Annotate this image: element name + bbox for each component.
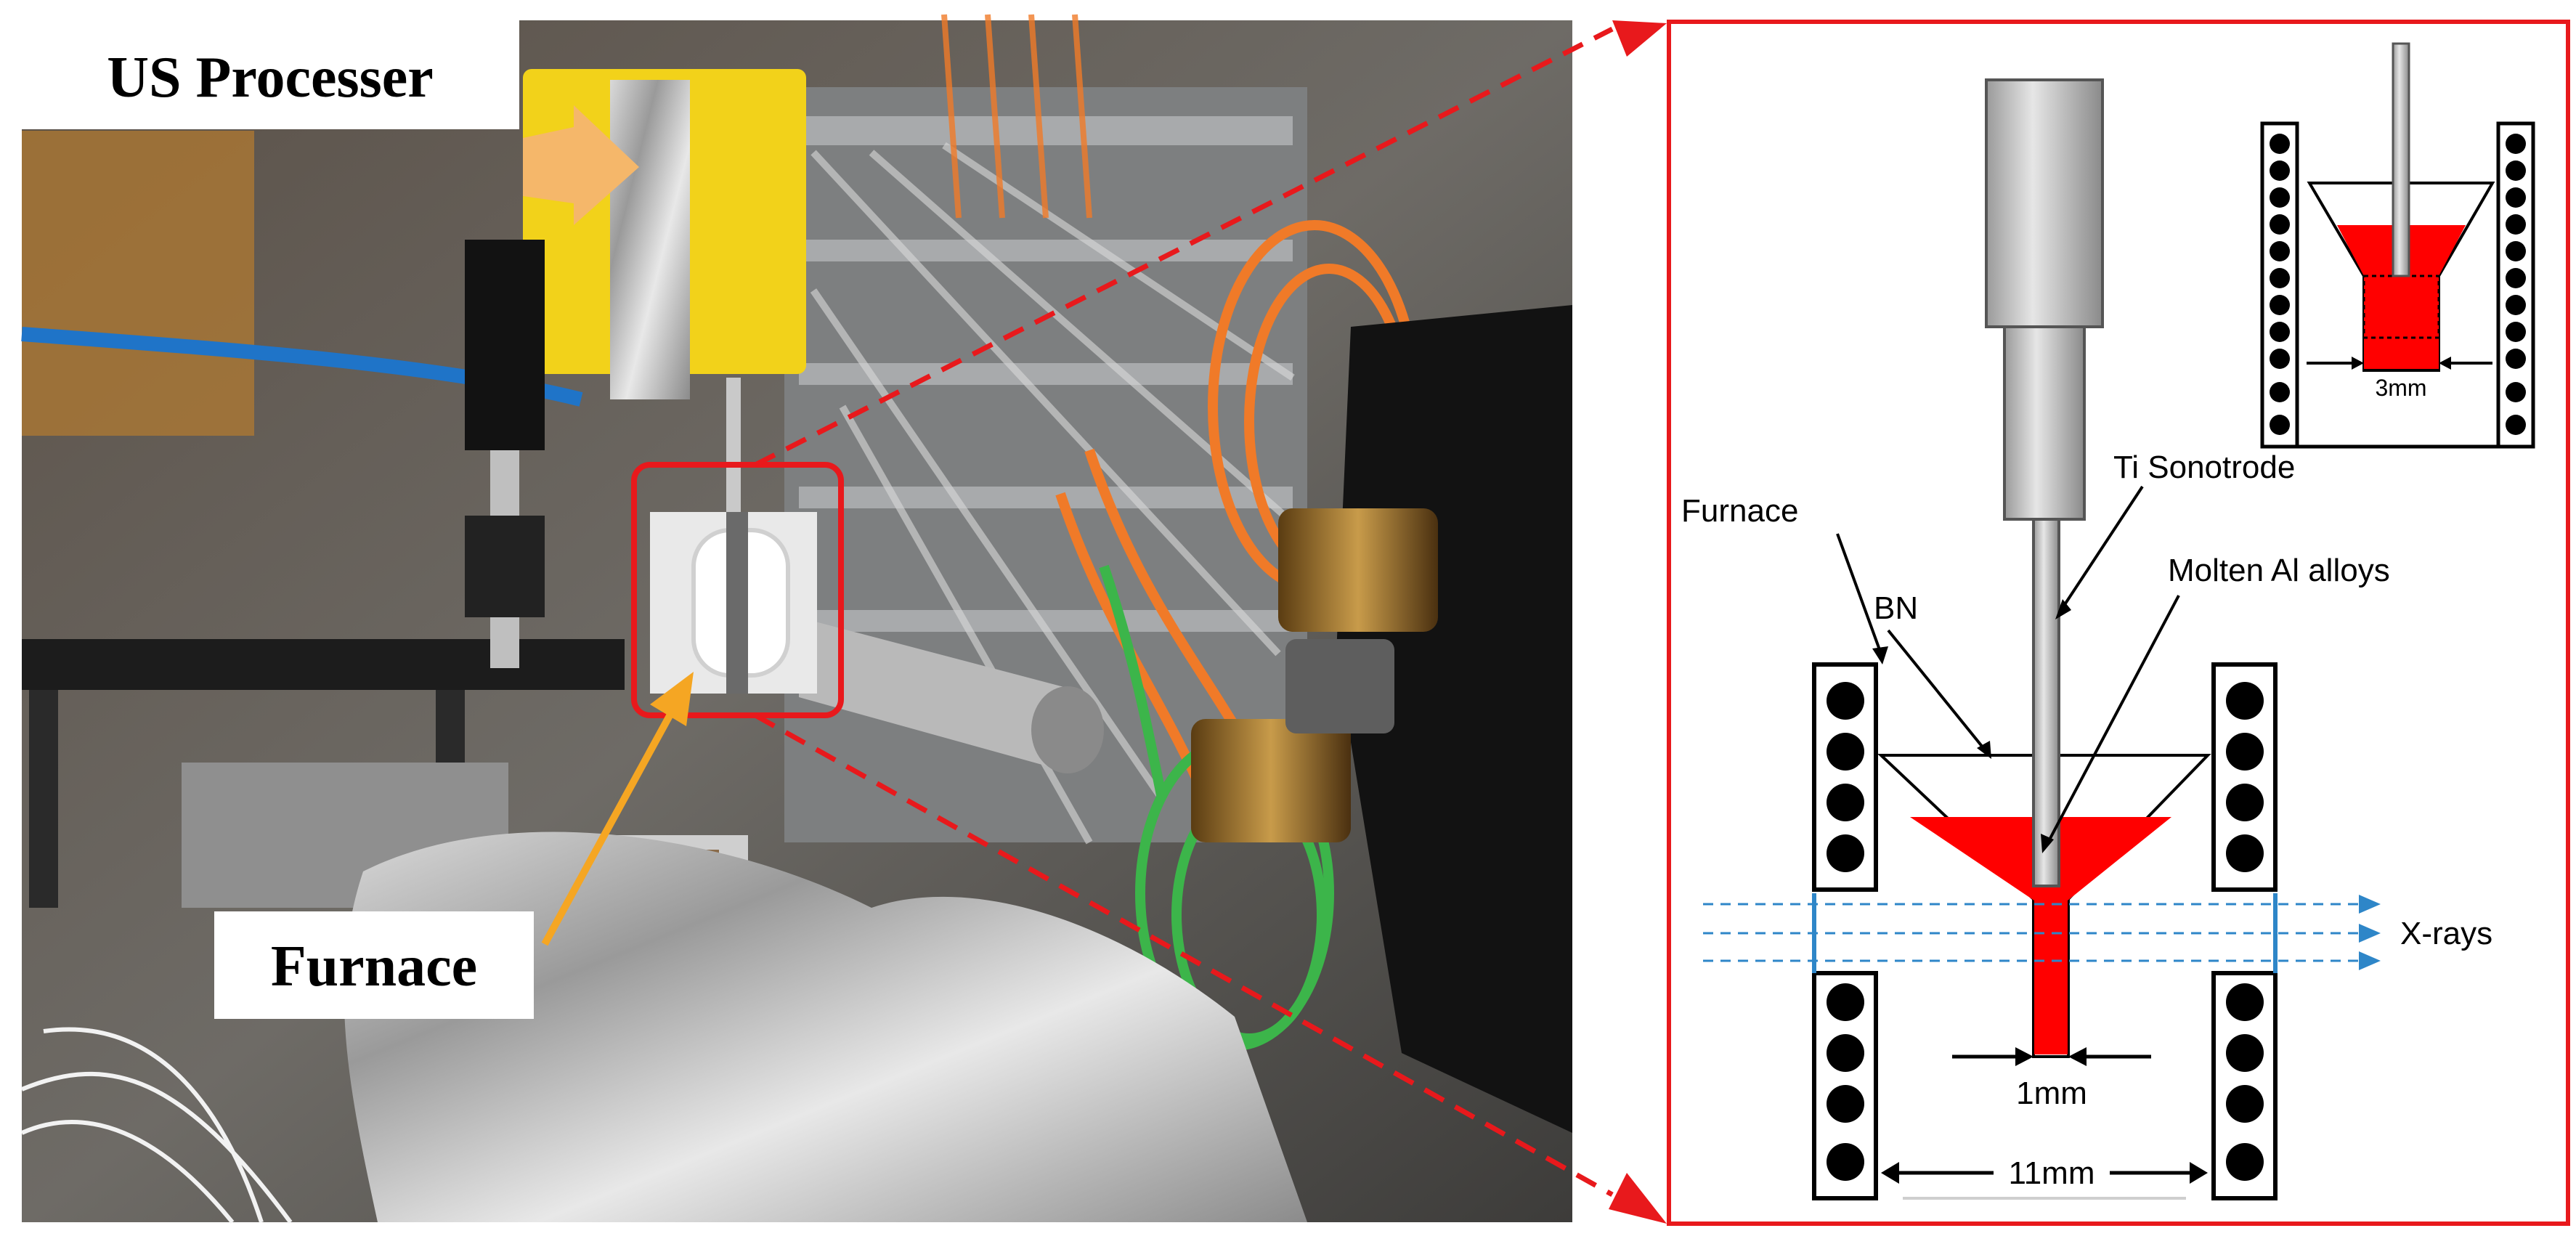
inset-dim-label: 3mm [2375,375,2426,401]
furnace-highlight-box [631,462,844,718]
dim-channel-label: 1mm [2016,1076,2087,1111]
zoom-connectors [754,20,1667,1224]
furnace-coils [1812,662,2278,1200]
furnace-diagram-label: Furnace [1681,493,1798,529]
sonotrode-label: Ti Sonotrode [2113,450,2295,485]
processor-label: US Processer [107,46,434,110]
inset-diagram [2260,42,2535,449]
sonotrode [1985,78,2104,887]
aluminium-profile [799,617,1104,773]
schematic-panel: Ti Sonotrode Furnace BN Molten Al alloys… [1667,20,2570,1226]
processor-arrow-icon [523,105,639,225]
foil [344,832,1308,1222]
photo-panel: US Processer Furnace [20,14,1572,1224]
molten-alloy [1910,817,2171,1054]
furnace-label-box [214,911,534,1019]
leader-arrowheads [1872,599,2071,853]
furnace-label: Furnace [271,935,477,999]
dim-channel-arrowheads [2015,1047,2087,1066]
furnace-arrow-icon [541,672,694,946]
detector [1191,305,1572,1133]
bn-label: BN [1874,590,1918,626]
white-wires [20,1027,293,1224]
dim-gap-label: 11mm [2009,1155,2095,1191]
xray-label: X-rays [2400,916,2492,951]
photo-wall [22,131,254,436]
dim-gap-arrowheads [1881,1162,2208,1184]
xray-arrow-icons [2359,895,2381,970]
melt-label: Molten Al alloys [2168,553,2390,588]
leader-lines [1836,485,2180,843]
inset-molten-alloy [2337,225,2466,369]
processor-label-box [22,20,519,129]
